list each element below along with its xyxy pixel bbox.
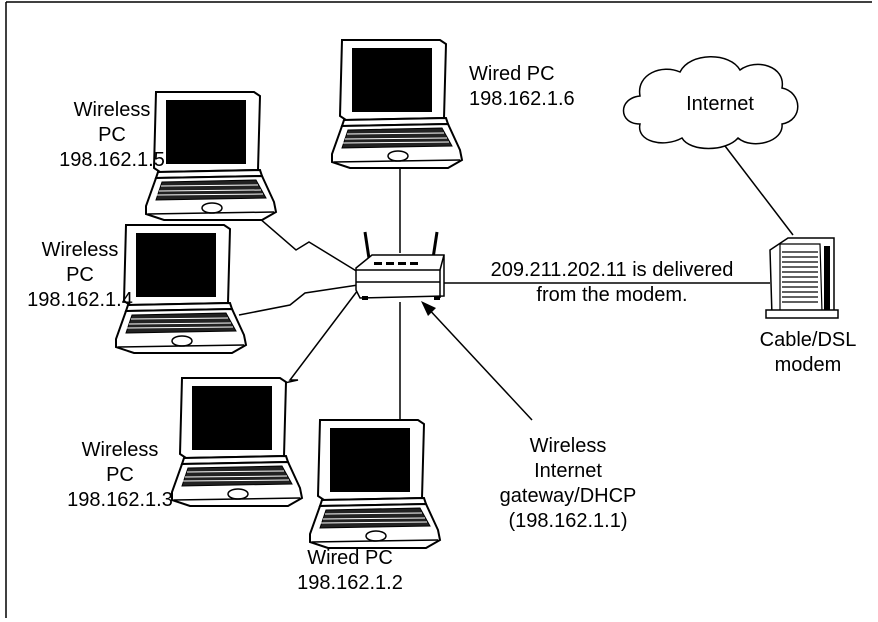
wireless-link-pc-3 bbox=[252, 289, 359, 391]
pointer-arrow-router bbox=[424, 304, 533, 421]
label-pc-5: Wireless PC 198.162.1.5 bbox=[59, 99, 165, 171]
laptop-icon-pc-bottom bbox=[309, 419, 441, 549]
label-pc-3: Wireless PC 198.162.1.3 bbox=[67, 439, 173, 511]
arrowhead-icon bbox=[421, 301, 436, 316]
label-internet: Internet bbox=[686, 93, 754, 115]
laptop-icon-pc-5 bbox=[145, 91, 277, 221]
wireless-link-pc-5 bbox=[243, 204, 359, 273]
edge-label-router-modem: 209.211.202.11 is delivered from the mod… bbox=[490, 259, 734, 306]
cloud-icon bbox=[622, 56, 799, 150]
label-router: Wireless Internet gateway/DHCP (198.162.… bbox=[499, 435, 637, 532]
label-pc-top: Wired PC 198.162.1.6 bbox=[469, 63, 575, 110]
label-pc-bottom: Wired PC 198.162.1.2 bbox=[297, 547, 403, 594]
laptop-icon-pc-4 bbox=[115, 224, 247, 354]
laptop-icon-pc-3 bbox=[171, 377, 303, 507]
label-pc-4: Wireless PC 198.162.1.4 bbox=[27, 239, 133, 311]
wireless-link-pc-4 bbox=[238, 284, 359, 316]
edge-internet-modem bbox=[721, 141, 794, 236]
laptop-icon-pc-top bbox=[331, 39, 463, 169]
router-icon bbox=[355, 231, 445, 300]
label-modem: Cable/DSL modem bbox=[759, 329, 857, 376]
modem-icon bbox=[765, 237, 839, 319]
